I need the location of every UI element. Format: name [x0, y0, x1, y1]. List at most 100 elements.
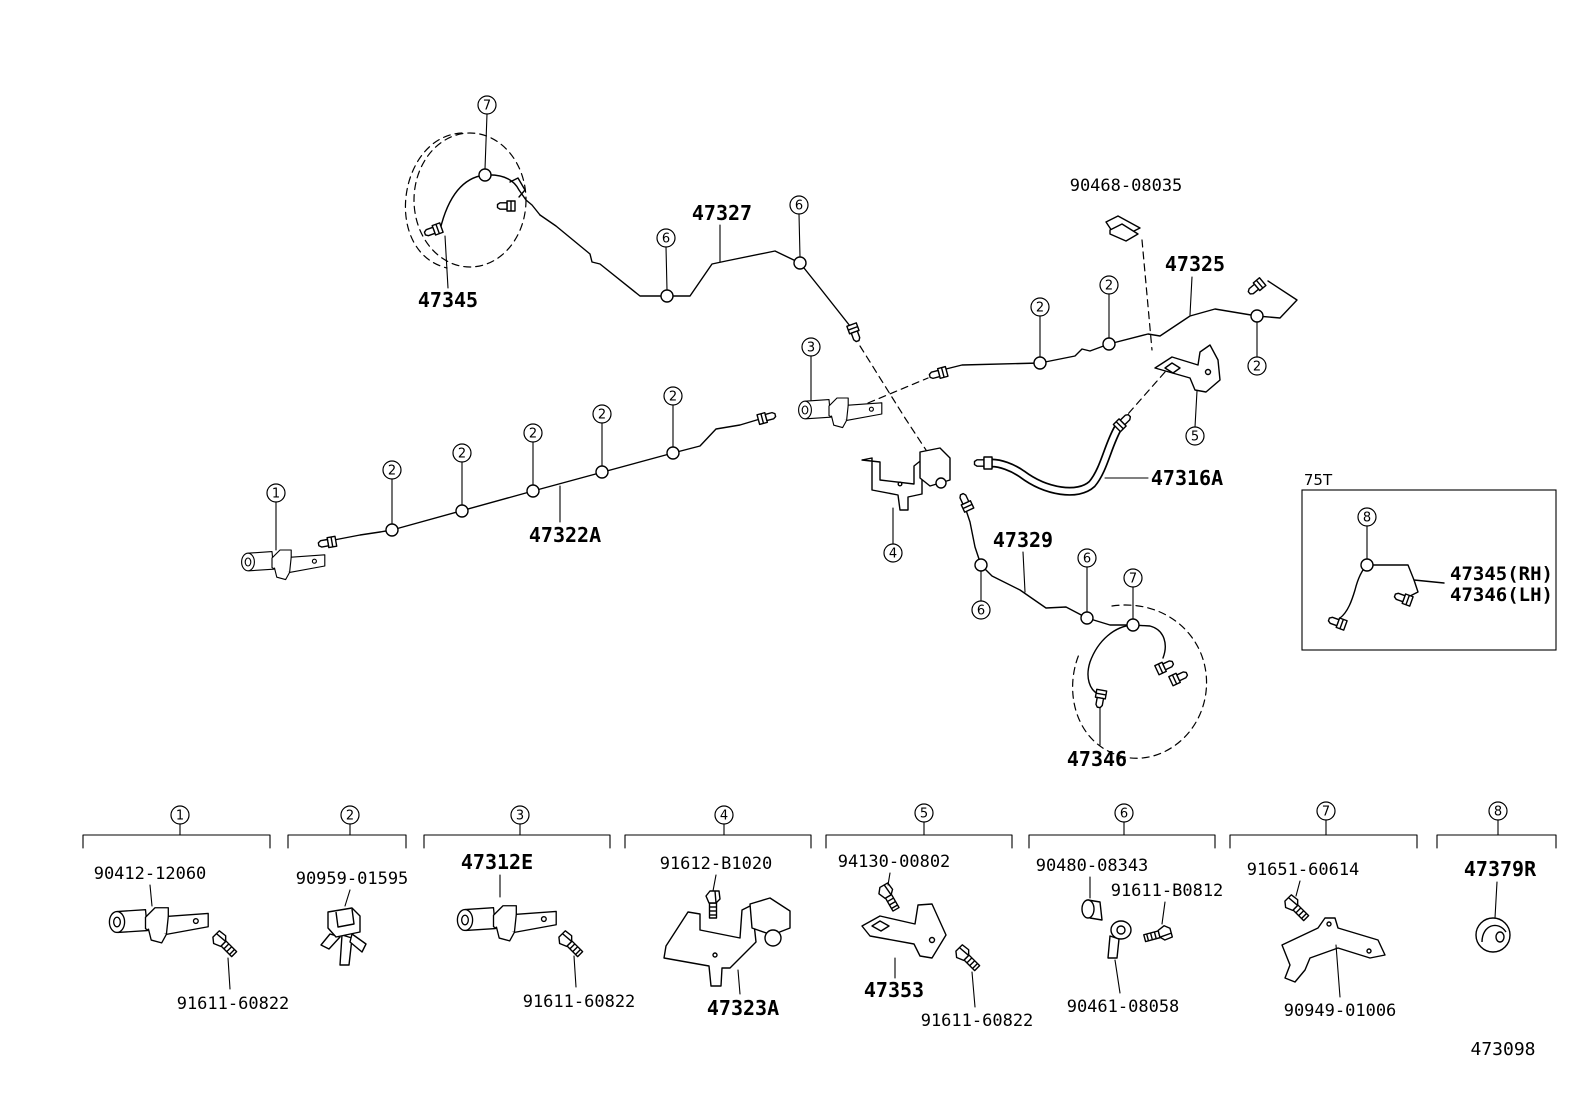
part-label-rh: 47345(RH): [1450, 563, 1553, 585]
legend-callout: 8: [1488, 801, 1508, 821]
legend-callout: 2: [340, 805, 360, 825]
callout: 6: [656, 228, 676, 248]
callout-number: 2: [458, 447, 466, 462]
legend-part-number: 91611-60822: [523, 992, 636, 1012]
connection-dashed-line: [1141, 239, 1153, 351]
legend-callout: 6: [1114, 803, 1134, 823]
legend-part-number: 90412-12060: [94, 864, 207, 884]
callout: 6: [789, 195, 809, 215]
hose-47346: [1087, 624, 1166, 695]
inset-clamp-marker: [1360, 558, 1374, 572]
legend-number: 7: [1322, 805, 1330, 820]
callout-number: 2: [598, 408, 606, 423]
part-label: 47325: [1165, 252, 1225, 276]
callout: 2: [1099, 275, 1119, 295]
legend-number: 6: [1120, 807, 1128, 822]
connection-dashed-line: [867, 377, 929, 404]
callout-number: 2: [669, 390, 677, 405]
legend-callout: 7: [1316, 801, 1336, 821]
legend-number: 3: [516, 809, 524, 824]
callout: 6: [971, 600, 991, 620]
legend-part-number: 90480-08343: [1036, 856, 1149, 876]
legend-callout: 1: [170, 805, 190, 825]
callout: 2: [382, 460, 402, 480]
legend-part-number: 91611-B0812: [1111, 881, 1224, 901]
part-label: 90468-08035: [1070, 176, 1183, 196]
callout: 2: [592, 404, 612, 424]
connection-dashed-line: [859, 345, 927, 451]
callout-number: 5: [1191, 430, 1199, 445]
callout: 2: [1247, 356, 1267, 376]
callout-number: 6: [662, 232, 670, 247]
callout-number: 6: [977, 604, 985, 619]
bracket-5: [1154, 344, 1221, 393]
legend-brackets: [82, 819, 1557, 849]
callout-number: 6: [795, 199, 803, 214]
callout: 2: [663, 386, 683, 406]
inset-frame: [1301, 489, 1557, 651]
legend-part-number: 90949-01006: [1284, 1001, 1397, 1021]
legend-number: 5: [920, 807, 928, 822]
lower-right-brake-drum: [1072, 604, 1208, 759]
legend-part-number: 94130-00802: [838, 852, 951, 872]
legend-number: 8: [1494, 805, 1502, 820]
bracket-4: [861, 447, 951, 511]
legend-callout: 5: [914, 803, 934, 823]
callout-number: 2: [1105, 279, 1113, 294]
legend-part-number: 91651-60614: [1247, 860, 1360, 880]
callout-number: 3: [807, 341, 815, 356]
callout: 7: [1123, 568, 1143, 588]
callout: 5: [1185, 426, 1205, 446]
tube-47329: [965, 509, 1134, 626]
part-label: 47346: [1067, 747, 1127, 771]
hose-fitting-nut: [983, 456, 993, 470]
legend-number: 4: [720, 809, 728, 824]
callout: 8: [1357, 507, 1377, 527]
legend-clip-holder: [320, 907, 367, 966]
legend-part-number: 90959-01595: [296, 869, 409, 889]
tube-fitting: [496, 200, 516, 212]
legend-leader-lines: [149, 872, 1498, 1008]
callout: 2: [1030, 297, 1050, 317]
part-label: 47329: [993, 528, 1053, 552]
hose-47316A: [991, 425, 1122, 496]
callout-number: 2: [1253, 360, 1261, 375]
part-label: 47316A: [1151, 466, 1223, 490]
legend-sleeve-and-clamp: [1081, 899, 1132, 959]
part-label-lh: 47346(LH): [1450, 584, 1553, 606]
callout: 6: [1077, 548, 1097, 568]
part-label: 47327: [692, 201, 752, 225]
part-label: 47322A: [529, 523, 601, 547]
legend-number: 2: [346, 809, 354, 824]
callout-number: 7: [483, 99, 491, 114]
legend-callout: 4: [714, 805, 734, 825]
callout: 2: [523, 423, 543, 443]
legend-callout: 3: [510, 805, 530, 825]
inset-hose-branch: [1409, 579, 1419, 597]
callout: 3: [801, 337, 821, 357]
callout-number: 7: [1129, 572, 1137, 587]
legend-bracket-4: [663, 897, 791, 987]
callout-number: 2: [388, 464, 396, 479]
callout-number: 2: [1036, 301, 1044, 316]
part-label: 47345: [418, 288, 478, 312]
diagram-code: 473098: [1470, 1039, 1535, 1060]
legend-part-number: 90461-08058: [1067, 997, 1180, 1017]
callout: 4: [883, 543, 903, 563]
inset-title: 75T: [1304, 471, 1333, 489]
legend-number: 1: [176, 809, 184, 824]
legend-part-number: 91611-60822: [177, 994, 290, 1014]
legend-part-number: 47353: [864, 978, 924, 1002]
callout-number: 8: [1363, 511, 1371, 526]
leader-lines: [275, 113, 1258, 746]
legend-bracket-5: [861, 903, 947, 959]
legend-part-number: 47323A: [707, 996, 779, 1020]
inset-75T: 75T 8 47345(RH) 47346(LH): [1301, 471, 1557, 651]
callout: 2: [452, 443, 472, 463]
connection-dashed-line: [1127, 371, 1166, 415]
callout: 1: [266, 483, 286, 503]
clip-90468-08035: [1105, 215, 1141, 242]
legend-bracket-plate: [1281, 917, 1386, 983]
